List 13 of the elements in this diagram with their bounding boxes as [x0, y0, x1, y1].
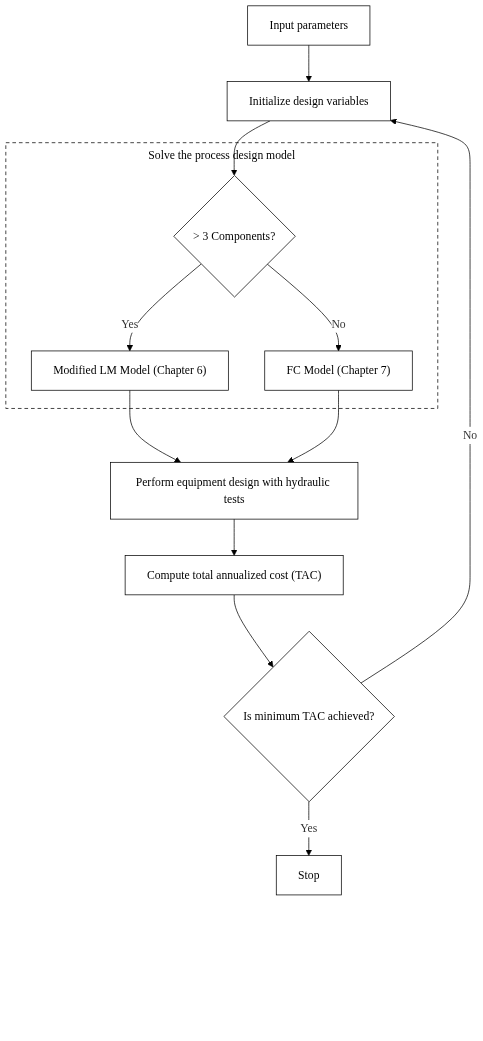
edge-label: No	[331, 317, 346, 330]
node-box: Compute total annualized cost (TAC)	[124, 555, 344, 596]
node-box: Perform equipment design with hydraulic tests	[110, 461, 359, 520]
node-box: Initialize design variables	[226, 81, 391, 122]
node-box: Stop	[275, 855, 342, 896]
node-box: Modified LM Model (Chapter 6)	[30, 350, 229, 391]
node-diamond: > 3 Components?	[173, 175, 296, 298]
node-box: Input parameters	[247, 5, 371, 46]
edge-label: Yes	[300, 822, 318, 835]
node-diamond: Is minimum TAC achieved?	[223, 630, 395, 803]
node-box: FC Model (Chapter 7)	[264, 350, 413, 391]
edge-label: Yes	[121, 317, 139, 330]
edge-label: No	[462, 428, 478, 442]
